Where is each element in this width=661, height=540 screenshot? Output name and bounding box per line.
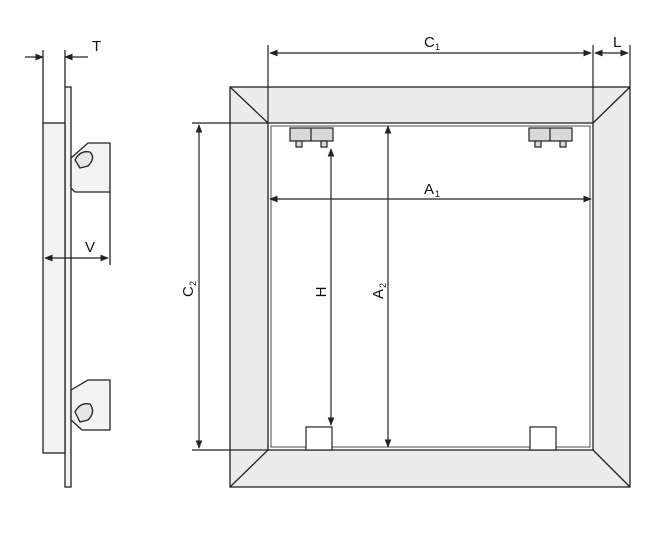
c2-label: C <box>180 286 197 297</box>
c2-subscript: 2 <box>188 281 198 286</box>
c1-dimension <box>267 45 594 123</box>
side-frame <box>42 122 66 454</box>
l-dimension <box>594 45 631 87</box>
a1-subscript: 1 <box>435 189 440 199</box>
l-label: L <box>613 34 621 51</box>
a2-subscript: 2 <box>378 283 388 288</box>
latch-icon <box>305 426 333 451</box>
side-bracket-top <box>70 142 111 193</box>
side-view <box>42 50 111 488</box>
h-label: H <box>313 287 330 298</box>
v-label: V <box>85 239 95 256</box>
t-label: T <box>92 38 101 55</box>
side-bracket-bottom <box>70 379 111 431</box>
latch-icon <box>529 426 557 451</box>
a1-label: A <box>424 181 434 198</box>
side-plate <box>64 86 72 488</box>
c2-dimension <box>192 122 268 451</box>
inner-opening <box>267 122 594 451</box>
hinge-icon <box>289 127 334 148</box>
c1-subscript: 1 <box>435 42 440 52</box>
c1-label: C <box>424 34 435 51</box>
a2-label: A <box>370 289 387 299</box>
hinge-icon <box>528 127 573 148</box>
front-view <box>229 86 631 488</box>
